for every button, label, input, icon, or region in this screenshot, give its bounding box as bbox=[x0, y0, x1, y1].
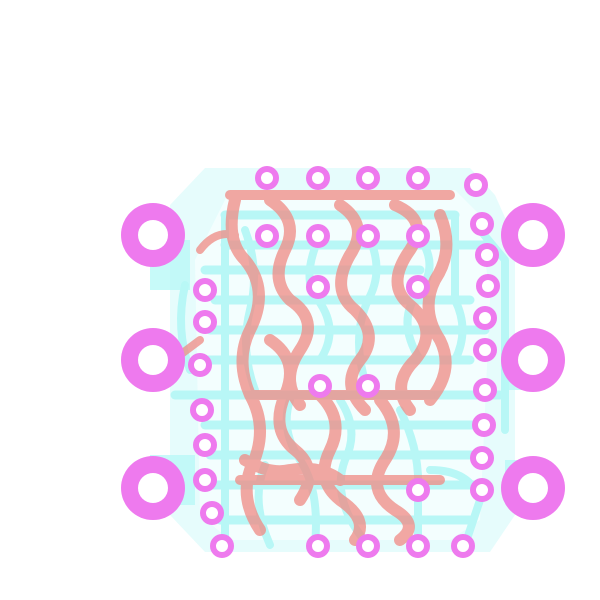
mounting-pad bbox=[121, 328, 185, 392]
via-pad bbox=[306, 534, 330, 558]
via-group bbox=[188, 166, 500, 558]
back-trace bbox=[239, 454, 346, 486]
via-pad bbox=[356, 374, 380, 398]
mounting-pad bbox=[501, 328, 565, 392]
front-trace bbox=[305, 231, 334, 364]
front-trace bbox=[451, 211, 467, 364]
via-pad bbox=[356, 166, 380, 190]
via-pad bbox=[464, 173, 488, 197]
back-trace bbox=[225, 194, 266, 536]
via-pad bbox=[406, 166, 430, 190]
mounting-pad bbox=[121, 203, 185, 267]
pads-and-vias-layer bbox=[121, 203, 565, 520]
via-pad bbox=[190, 398, 214, 422]
via-pad bbox=[193, 433, 217, 457]
back-trace bbox=[196, 230, 239, 254]
via-pad bbox=[470, 212, 494, 236]
via-pad bbox=[306, 224, 330, 248]
mounting-pad bbox=[121, 456, 185, 520]
via-pad bbox=[306, 166, 330, 190]
via-pad bbox=[193, 278, 217, 302]
via-pad bbox=[406, 275, 430, 299]
via-pad bbox=[475, 243, 499, 267]
via-pad bbox=[255, 166, 279, 190]
mounting-pad bbox=[501, 203, 565, 267]
via-pad bbox=[188, 353, 212, 377]
via-pad bbox=[200, 501, 224, 525]
via-pad bbox=[473, 306, 497, 330]
via-pad bbox=[356, 534, 380, 558]
via-pad bbox=[406, 534, 430, 558]
via-pad bbox=[476, 274, 500, 298]
back-copper-layer bbox=[156, 190, 455, 546]
via-pad bbox=[306, 275, 330, 299]
via-pad bbox=[356, 224, 380, 248]
via-pad bbox=[255, 224, 279, 248]
via-pad bbox=[193, 310, 217, 334]
via-pad bbox=[210, 534, 234, 558]
back-trace bbox=[422, 209, 453, 406]
via-pad bbox=[193, 468, 217, 492]
front-trace bbox=[336, 396, 372, 549]
via-pad bbox=[451, 534, 475, 558]
via-pad bbox=[472, 413, 496, 437]
via-pad bbox=[406, 224, 430, 248]
via-pad bbox=[406, 478, 430, 502]
mounting-pad bbox=[501, 456, 565, 520]
front-trace bbox=[177, 281, 194, 374]
via-pad bbox=[308, 374, 332, 398]
via-pad bbox=[473, 338, 497, 362]
via-pad bbox=[470, 446, 494, 470]
via-pad bbox=[470, 478, 494, 502]
via-pad bbox=[473, 378, 497, 402]
